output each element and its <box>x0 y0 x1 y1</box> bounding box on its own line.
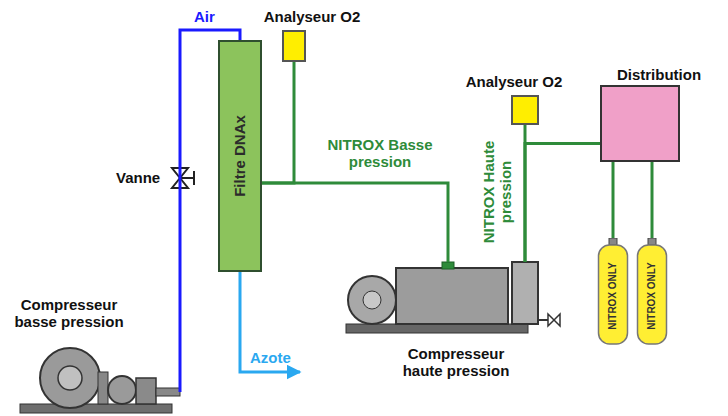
compressor-base <box>20 404 172 413</box>
line-label: Air <box>194 8 215 25</box>
line-label: NITROX Basse pression <box>320 136 440 171</box>
inlet-fitting <box>442 262 454 269</box>
pump-head <box>136 378 156 404</box>
valve-label: Vanne <box>116 169 160 186</box>
compressor-block <box>396 268 508 324</box>
oxygen-analyzer: Analyseur O2 <box>282 30 306 62</box>
cylinder-valve <box>609 238 617 245</box>
drain-valve <box>548 314 560 326</box>
coupling <box>98 372 108 404</box>
cylinder-body <box>599 245 628 344</box>
node-heading: Analyseur O2 <box>466 73 563 90</box>
low-pressure-compressor <box>20 348 180 413</box>
node-heading: Distribution <box>617 66 701 83</box>
nitrox-line <box>651 162 654 238</box>
drain-pipe <box>538 319 548 321</box>
node-heading: Analyseur O2 <box>264 8 361 25</box>
nitrox-line <box>262 62 294 183</box>
motor-hub <box>363 291 381 309</box>
low-pressure-compressor-node: Compresseur basse pression <box>18 342 180 414</box>
motor <box>40 348 100 408</box>
node-heading: Compresseur haute pression <box>392 345 520 380</box>
high-pressure-compressor <box>346 262 560 333</box>
nitrox-line <box>525 144 600 263</box>
motor-hub <box>58 366 82 390</box>
nitrox-cylinder: NITROX ONLY <box>636 238 668 346</box>
nitrox-cylinder: NITROX ONLY <box>597 238 629 346</box>
outlet-pipe <box>156 388 180 396</box>
node-heading: Compresseur basse pression <box>4 296 134 331</box>
valve-stem <box>180 177 194 179</box>
distribution-box: Distribution <box>600 85 680 162</box>
cylinder-label: NITROX ONLY <box>607 263 619 330</box>
valve <box>172 168 194 188</box>
pump <box>108 376 136 404</box>
cylinder-valve <box>648 238 656 245</box>
nitrox-line <box>262 183 448 262</box>
nitrox-line <box>612 162 615 238</box>
oxygen-analyzer: Analyseur O2 <box>511 95 539 125</box>
cylinder-label: NITROX ONLY <box>646 263 658 330</box>
nitrogen-label: Azote <box>250 349 291 366</box>
line-label: NITROX Haute pression <box>480 127 515 257</box>
filter-label: Filtre DNAx <box>231 115 248 197</box>
cylinder-body <box>638 245 667 344</box>
motor <box>348 276 396 324</box>
filter-column: Filtre DNAx <box>218 40 262 272</box>
high-pressure-compressor-node: Compresseur haute pression <box>340 262 540 334</box>
nitrogen-exhaust <box>240 272 300 372</box>
compressor-base <box>346 324 528 333</box>
valve-handle <box>193 171 195 185</box>
filter-tower <box>512 262 538 324</box>
